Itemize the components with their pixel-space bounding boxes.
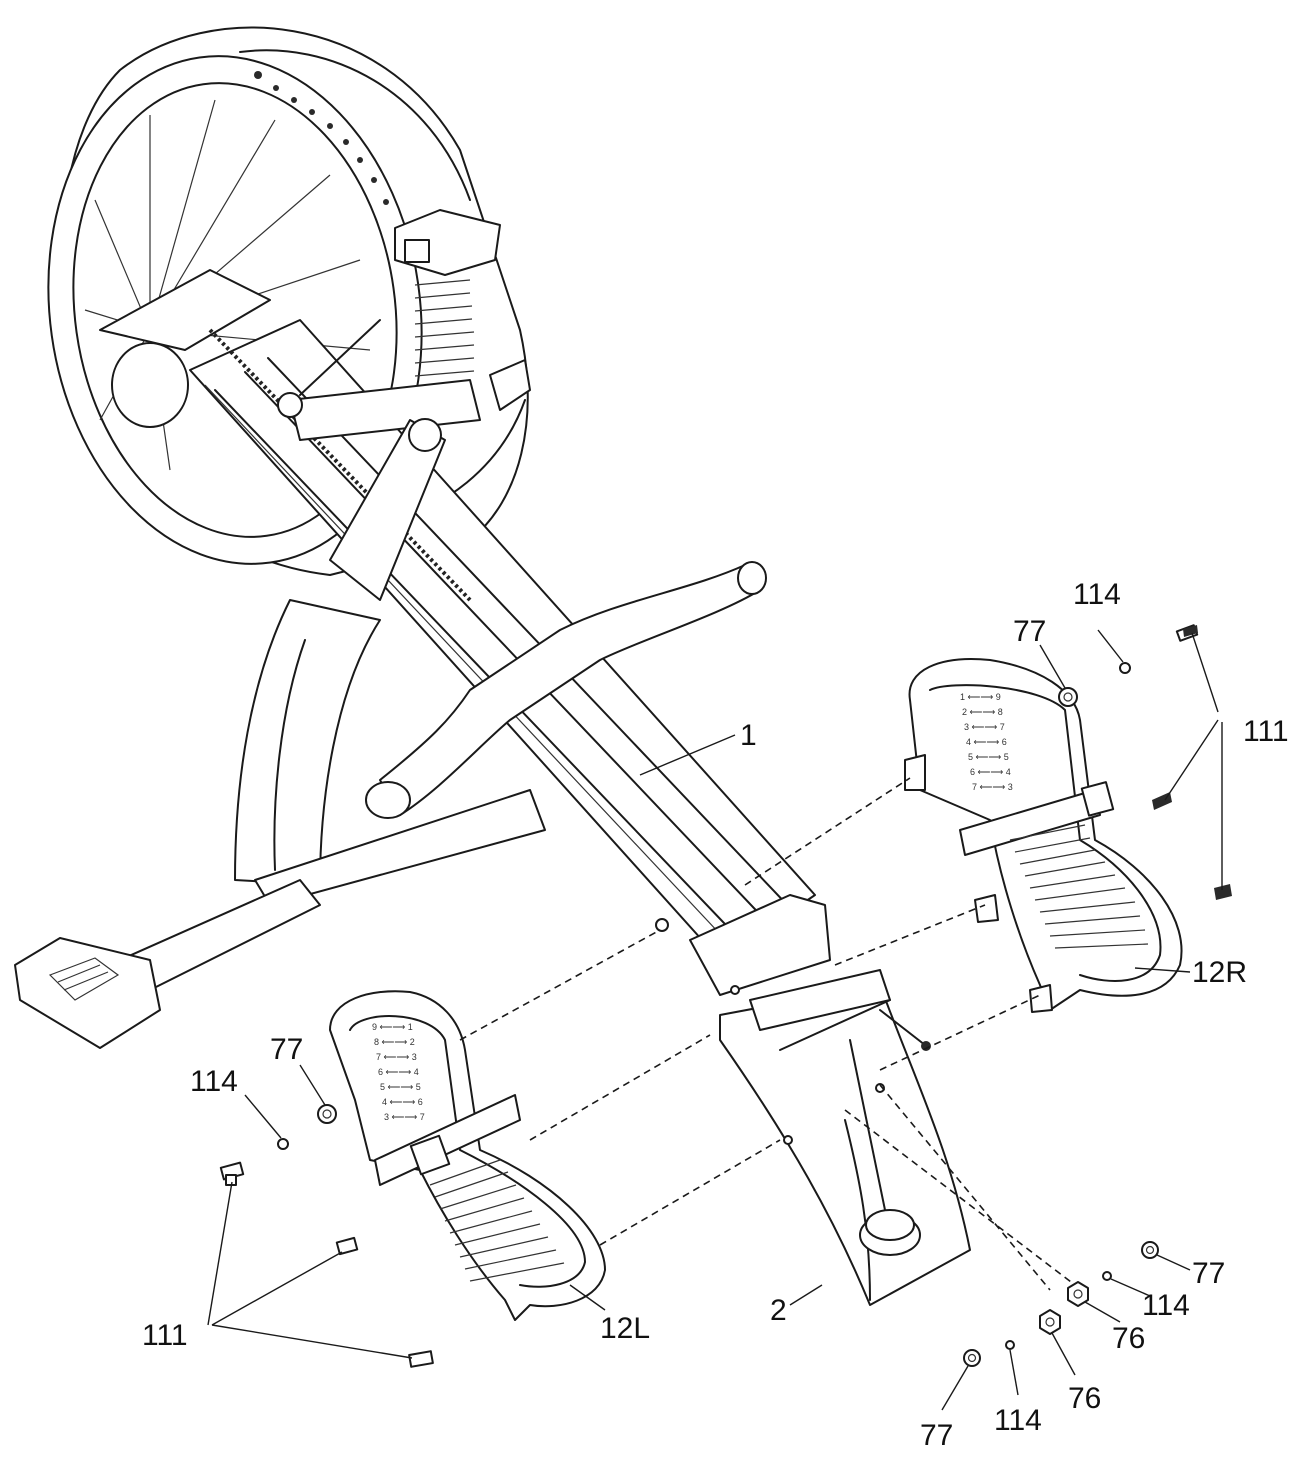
svg-text:6 ⟵⟶ 4: 6 ⟵⟶ 4	[970, 767, 1011, 777]
svg-text:3 ⟵⟶ 7: 3 ⟵⟶ 7	[964, 722, 1005, 732]
footrest-left-scale: 9 ⟵⟶ 1 8 ⟵⟶ 2 7 ⟵⟶ 3 6 ⟵⟶ 4 5 ⟵⟶ 5 4 ⟵⟶ …	[372, 1022, 425, 1122]
svg-text:9 ⟵⟶ 1: 9 ⟵⟶ 1	[372, 1022, 413, 1032]
callout-labels: 1 2 12L 12R 111 111 114 77 114 77 77 114…	[142, 578, 1289, 1452]
svg-text:7 ⟵⟶ 3: 7 ⟵⟶ 3	[972, 782, 1013, 792]
footrest-right: 1 ⟵⟶ 9 2 ⟵⟶ 8 3 ⟵⟶ 7 4 ⟵⟶ 6 5 ⟵⟶ 5 6 ⟵⟶ …	[904, 658, 1183, 1013]
footrest-left: 9 ⟵⟶ 1 8 ⟵⟶ 2 7 ⟵⟶ 3 6 ⟵⟶ 4 5 ⟵⟶ 5 4 ⟵⟶ …	[329, 990, 606, 1321]
callout-footrest-right: 12R	[1192, 956, 1247, 989]
leader-lines	[207, 629, 1223, 1411]
svg-text:8 ⟵⟶ 2: 8 ⟵⟶ 2	[374, 1037, 415, 1047]
bolt-111-left-3	[408, 1350, 434, 1368]
nut-77-low-left	[963, 1349, 981, 1367]
footrest-right-scale: 1 ⟵⟶ 9 2 ⟵⟶ 8 3 ⟵⟶ 7 4 ⟵⟶ 6 5 ⟵⟶ 5 6 ⟵⟶ …	[960, 692, 1013, 792]
hardware	[219, 624, 1232, 1368]
callout-bolts-right: 111	[1243, 715, 1289, 748]
callout-bolts-left: 111	[142, 1319, 188, 1352]
locknut-76-right	[1067, 1281, 1089, 1307]
svg-text:4 ⟵⟶ 6: 4 ⟵⟶ 6	[382, 1097, 423, 1107]
callout-footrest-left: 12L	[600, 1312, 650, 1345]
svg-text:3 ⟵⟶ 7: 3 ⟵⟶ 7	[384, 1112, 425, 1122]
rear-support-leg	[14, 599, 546, 1049]
assembly-guide-lines	[459, 777, 1076, 1291]
washer-114-low-left	[1005, 1340, 1015, 1350]
svg-text:7 ⟵⟶ 3: 7 ⟵⟶ 3	[376, 1052, 417, 1062]
bolt-111-left-2	[335, 1236, 359, 1256]
bolt-111-left-1	[219, 1161, 245, 1186]
callout-frame: 1	[740, 719, 757, 752]
svg-text:6 ⟵⟶ 4: 6 ⟵⟶ 4	[378, 1067, 419, 1077]
nut-77-low-right	[1141, 1241, 1159, 1259]
callout-nut-left: 77	[270, 1033, 303, 1066]
callout-washer-low-right: 114	[1142, 1289, 1190, 1322]
svg-text:2 ⟵⟶ 8: 2 ⟵⟶ 8	[962, 707, 1003, 717]
callout-locknut-right: 76	[1112, 1322, 1145, 1355]
callout-front-leg: 2	[770, 1294, 787, 1327]
callout-washer-left: 114	[190, 1065, 238, 1098]
svg-text:4 ⟵⟶ 6: 4 ⟵⟶ 6	[966, 737, 1007, 747]
nut-77-left	[317, 1104, 337, 1124]
svg-text:5 ⟵⟶ 5: 5 ⟵⟶ 5	[380, 1082, 421, 1092]
callout-locknut-center: 76	[1068, 1382, 1101, 1415]
monorail-frame	[189, 319, 831, 996]
locknut-76-center	[1039, 1309, 1061, 1335]
svg-text:5 ⟵⟶ 5: 5 ⟵⟶ 5	[968, 752, 1009, 762]
bolt-111-right-1	[1175, 624, 1199, 642]
bolt-111-right-3	[1214, 884, 1232, 900]
callout-nut-low-left: 77	[920, 1419, 953, 1452]
nut-77-right	[1058, 687, 1078, 707]
callout-nut-low-right: 77	[1192, 1257, 1225, 1290]
callout-washer-low-left: 114	[994, 1404, 1042, 1437]
svg-text:1 ⟵⟶ 9: 1 ⟵⟶ 9	[960, 692, 1001, 702]
callout-washer-right-top: 114	[1073, 578, 1121, 611]
callout-nut-right-top: 77	[1013, 615, 1046, 648]
washer-114-right	[1119, 662, 1131, 674]
washer-114-left	[277, 1138, 289, 1150]
front-leg	[719, 969, 971, 1306]
washer-114-low-right	[1102, 1271, 1112, 1281]
